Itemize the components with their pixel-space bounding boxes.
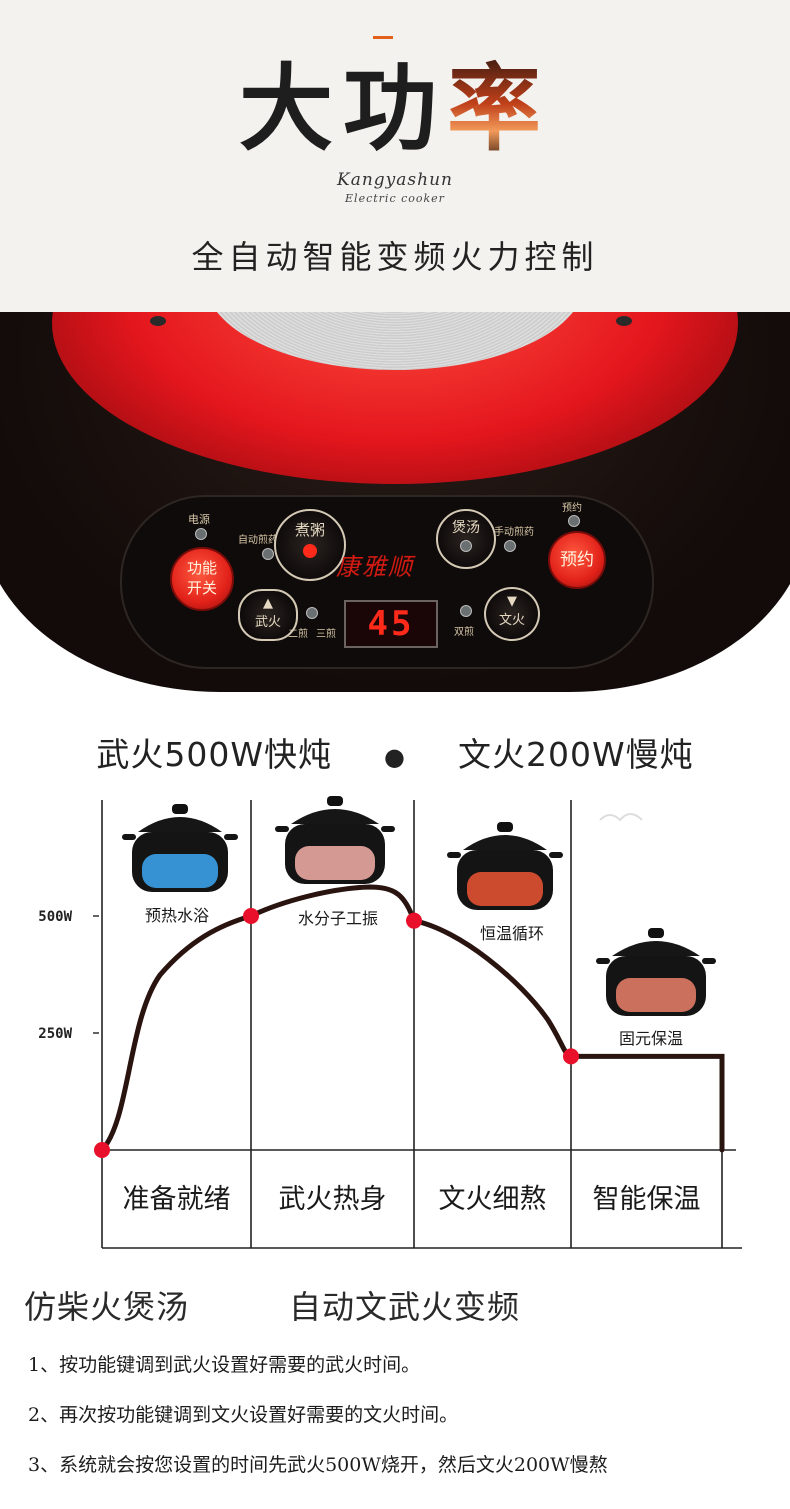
pot-handle-icon xyxy=(549,852,563,858)
y-tick-label: 500W xyxy=(38,909,72,925)
product-photo: 电源 自动煎药 煮粥 康雅顺 煲汤 手动煎药 预约 预约 功能 开关 ▲ 武火 … xyxy=(0,312,790,702)
wen-huo-label: 文火 xyxy=(498,613,525,628)
pot-lid-icon xyxy=(291,809,379,824)
title-hot-char: 率 xyxy=(447,54,552,164)
label-manual-decoct: 手动煎药 xyxy=(494,527,534,538)
stage-label: 文火细熬 xyxy=(439,1184,547,1215)
pot-lid-knob-icon xyxy=(172,804,188,814)
feature-chaihuo: 仿柴火煲汤 xyxy=(24,1288,190,1326)
label-auto-decoct: 自动煎药 xyxy=(238,535,278,546)
label-yue: 预约 xyxy=(562,503,582,514)
brand-name: Kangyashun xyxy=(337,170,453,190)
stage-label: 准备就绪 xyxy=(123,1184,231,1215)
pot-lid-icon xyxy=(612,941,700,956)
stage-note: 水分子工振 xyxy=(298,909,378,928)
screw-right xyxy=(616,316,632,326)
bullet-dot-icon: ● xyxy=(384,742,406,771)
step-item: 2、再次按功能键调到文火设置好需要的文火时间。 xyxy=(28,1404,459,1426)
label-third: 三煎 xyxy=(316,629,336,640)
pot-handle-icon xyxy=(381,826,395,832)
func-label-line2: 开关 xyxy=(186,579,217,597)
curve-point xyxy=(243,908,259,924)
power-curve-line xyxy=(99,884,725,1153)
pot-lid-knob-icon xyxy=(327,796,343,806)
pot-contents-icon xyxy=(295,846,375,880)
second-led-icon xyxy=(306,607,318,619)
pot-handle-icon xyxy=(224,834,238,840)
wu-huo-label: 武火 xyxy=(254,615,281,630)
zhou-label: 煮粥 xyxy=(294,521,325,539)
wen-huo-down-button[interactable]: ▼ 文火 xyxy=(484,587,540,641)
triangle-down-icon: ▼ xyxy=(507,594,517,609)
wu-huo-up-button[interactable]: ▲ 武火 xyxy=(238,589,298,641)
accent-dash xyxy=(373,36,393,39)
step-item: 3、系统就会按您设置的时间先武火500W烧开，然后文火200W慢熬 xyxy=(28,1454,608,1476)
pot-handle-icon xyxy=(702,958,716,964)
pot-lid-knob-icon xyxy=(497,822,513,832)
pot-handle-icon xyxy=(122,834,136,840)
pot-contents-icon xyxy=(616,978,696,1012)
pot-handle-icon xyxy=(275,826,289,832)
pot-handle-icon xyxy=(447,852,461,858)
bao-tang-button[interactable]: 煲汤 xyxy=(436,509,496,569)
page-title: 大功率 xyxy=(0,62,790,156)
brand-logo: 康雅顺 xyxy=(336,553,414,581)
stage-note: 固元保温 xyxy=(619,1029,683,1048)
steps-list: 1、按功能键调到武火设置好需要的武火时间。 2、再次按功能键调到文火设置好需要的… xyxy=(28,1352,608,1502)
mode-wu-huo: 武火500W快炖 xyxy=(96,735,333,774)
cloud-decoration-icon xyxy=(599,813,643,822)
curve-point xyxy=(94,1142,110,1158)
pot-contents-icon xyxy=(142,854,218,888)
screw-left xyxy=(150,316,166,326)
hero-banner: 大功率 Kangyashun Electric cooker 全自动智能变频火力… xyxy=(0,0,790,312)
reserve-button[interactable]: 预约 xyxy=(548,531,606,589)
stage-note: 预热水浴 xyxy=(145,906,209,925)
pot-lid-icon xyxy=(463,835,547,850)
step-item: 1、按功能键调到武火设置好需要的武火时间。 xyxy=(28,1354,421,1376)
stage-label: 智能保温 xyxy=(593,1184,701,1215)
mode-wen-huo: 文火200W慢炖 xyxy=(457,735,694,774)
label-double: 双煎 xyxy=(454,627,474,638)
label-power: 电源 xyxy=(188,513,210,526)
label-second: 二煎 xyxy=(288,629,308,640)
bao-tang-label: 煲汤 xyxy=(452,520,480,536)
stage-label: 武火热身 xyxy=(279,1184,387,1215)
pot-handle-icon xyxy=(596,958,610,964)
control-panel: 电源 自动煎药 煮粥 康雅顺 煲汤 手动煎药 预约 预约 功能 开关 ▲ 武火 … xyxy=(120,495,654,669)
power-led-icon xyxy=(195,528,207,540)
bao-tang-led-icon xyxy=(460,540,472,552)
timer-display: 45 xyxy=(344,600,438,648)
feature-bianpin: 自动文武火变频 xyxy=(289,1288,521,1326)
pot-lid-icon xyxy=(138,817,222,832)
curve-point xyxy=(406,912,422,929)
stage-note: 恒温循环 xyxy=(480,924,544,943)
auto-decoct-led-icon xyxy=(262,548,274,560)
func-label-line1: 功能 xyxy=(186,559,217,577)
curve-point xyxy=(563,1048,579,1065)
pot-contents-icon xyxy=(467,872,543,906)
manual-decoct-led-icon xyxy=(504,540,516,552)
power-curve-chart: 500W 250W 准备就绪 武火热身 文火细熬 智能保温 预热水浴 水分子工振恒温循环固元保… xyxy=(0,790,790,1260)
title-plain: 大功 xyxy=(238,54,447,164)
zhou-button[interactable]: 煮粥 xyxy=(274,509,346,581)
pot-lid-knob-icon xyxy=(648,928,664,938)
function-switch-button[interactable]: 功能 开关 xyxy=(170,547,234,611)
mode-line: 武火500W快炖 ● 文火200W慢炖 xyxy=(0,728,790,776)
chart-svg: 500W 250W 准备就绪 武火热身 文火细熬 智能保温 预热水浴 水分子工振恒温循环固元保… xyxy=(38,796,742,1249)
triangle-up-icon: ▲ xyxy=(263,596,273,611)
double-led-icon xyxy=(460,605,472,617)
features-line: 仿柴火煲汤 自动文武火变频 xyxy=(24,1282,520,1328)
yue-led-icon xyxy=(568,515,580,527)
y-tick-label: 250W xyxy=(38,1026,72,1042)
hero-subtitle: 全自动智能变频火力控制 xyxy=(191,238,599,276)
zhou-led-icon xyxy=(303,544,317,558)
reserve-label: 预约 xyxy=(560,550,594,570)
brand-subtitle: Electric cooker xyxy=(345,192,445,205)
